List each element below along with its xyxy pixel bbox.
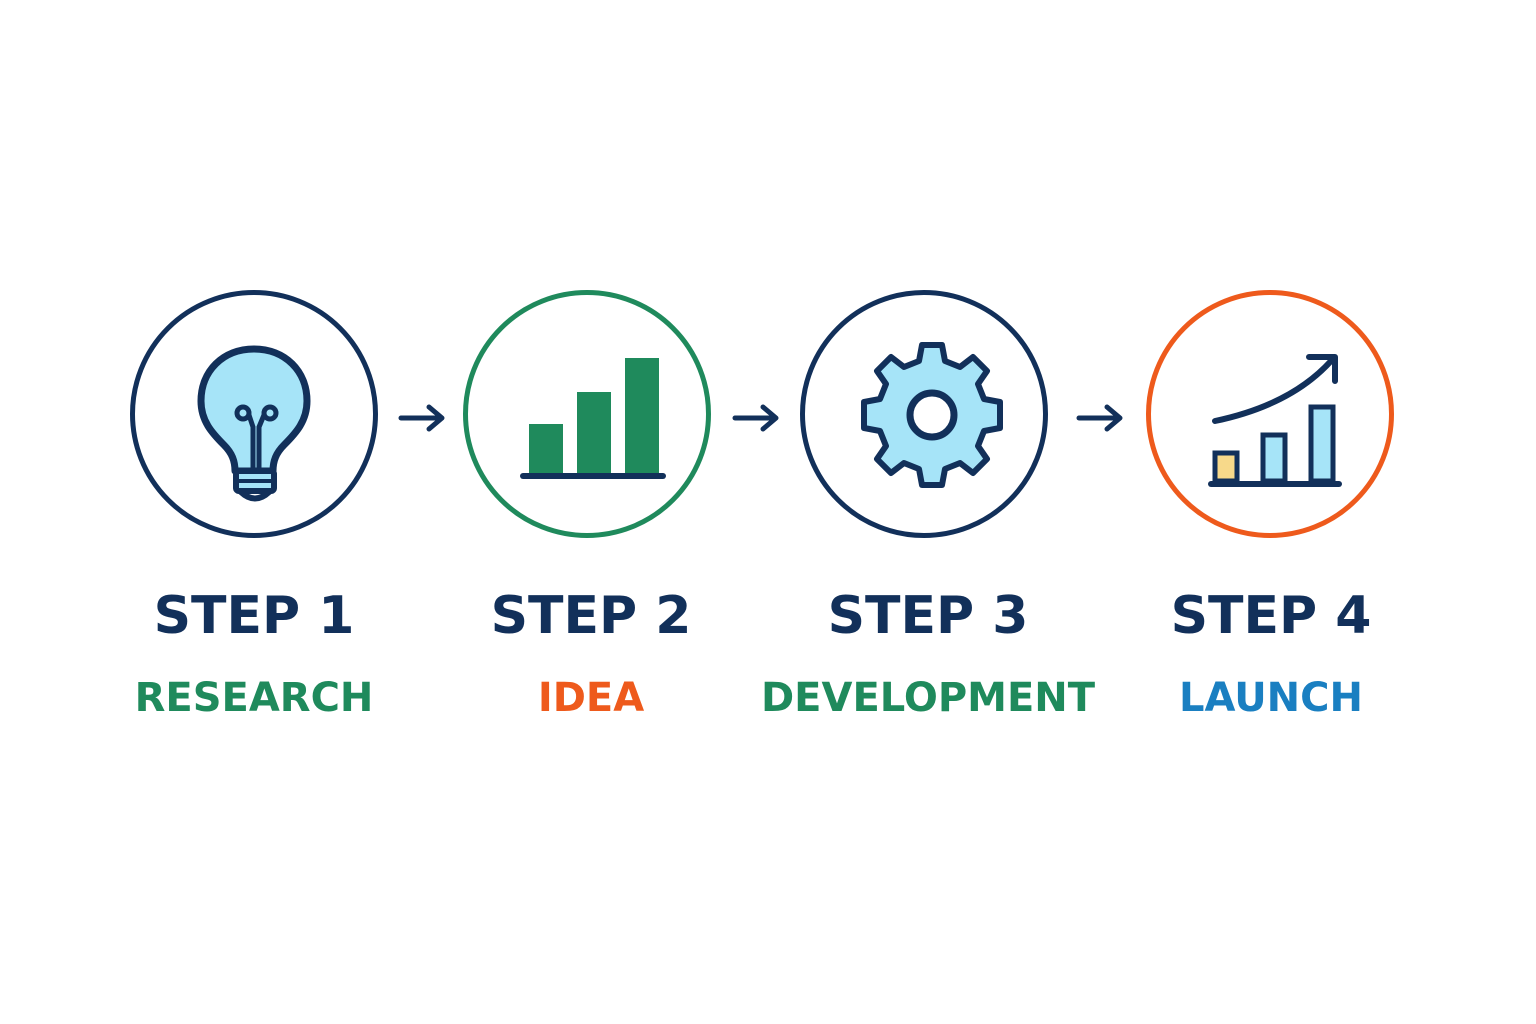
arrow-right-icon: [732, 404, 779, 432]
step-3-title: STEP 3: [827, 586, 1029, 646]
lightbulb-icon: [197, 345, 311, 502]
step-1-circle: [130, 290, 378, 538]
growth-chart-icon: [1208, 354, 1342, 487]
arrow-right-icon: [1076, 404, 1123, 432]
step-4-circle: [1146, 290, 1394, 538]
bar-chart-icon: [520, 358, 666, 479]
step-2-title: STEP 2: [490, 586, 692, 646]
step-3-subtitle: DEVELOPMENT: [760, 675, 1096, 721]
gear-icon: [861, 342, 1003, 488]
step-3-circle: [800, 290, 1048, 538]
step-1-title: STEP 1: [153, 586, 355, 646]
step-2-subtitle: IDEA: [537, 675, 645, 721]
step-2-circle: [463, 290, 711, 538]
step-4-title: STEP 4: [1170, 586, 1372, 646]
step-1-subtitle: RESEARCH: [134, 675, 374, 721]
step-4-subtitle: LAUNCH: [1178, 675, 1363, 721]
arrow-right-icon: [398, 404, 445, 432]
